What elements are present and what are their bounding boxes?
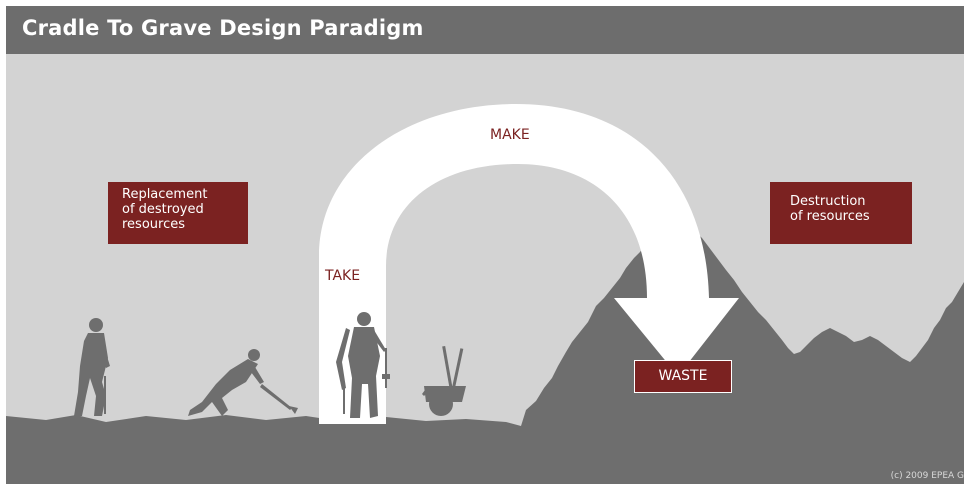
take-label: TAKE bbox=[325, 268, 361, 284]
title-bar: Cradle To Grave Design Paradigm bbox=[6, 6, 964, 54]
tool-cart-figure bbox=[422, 345, 466, 416]
make-arc-arrow bbox=[319, 104, 739, 424]
standing-worker-figure bbox=[336, 312, 390, 418]
digging-worker-figure bbox=[188, 349, 298, 416]
make-label: MAKE bbox=[490, 127, 530, 143]
replacement-label: Replacement of destroyed resources bbox=[108, 182, 248, 244]
copyright-text: (c) 2009 EPEA G bbox=[890, 471, 964, 481]
waste-label: WASTE bbox=[634, 360, 732, 393]
mountain-ground-silhouette bbox=[6, 232, 964, 484]
page-title: Cradle To Grave Design Paradigm bbox=[22, 16, 424, 40]
diagram-frame: Cradle To Grave Design Paradigm bbox=[6, 6, 964, 484]
destruction-label: Destruction of resources bbox=[770, 182, 912, 244]
scene-illustration bbox=[6, 104, 964, 484]
walking-hiker-figure bbox=[74, 318, 110, 416]
